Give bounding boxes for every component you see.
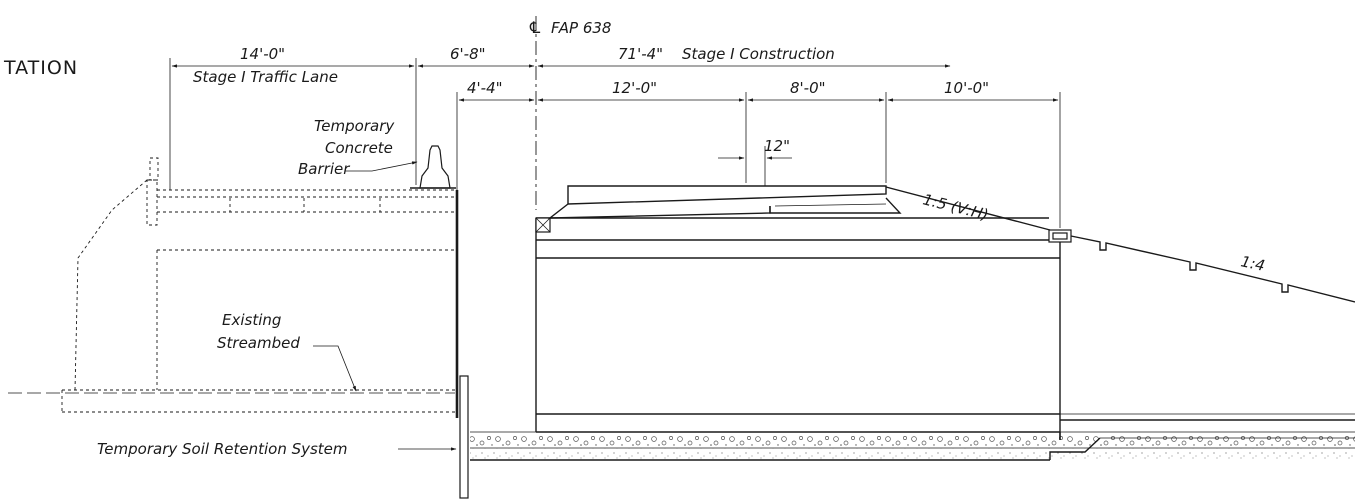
slope-label-b: 1:4 [1239, 252, 1266, 275]
dim-traffic-lane-label: Stage I Traffic Lane [193, 68, 338, 86]
drawing-title: TATION [3, 57, 78, 79]
slope-label-a: 1:5 (V:H) [921, 190, 990, 224]
foundation-layers [470, 431, 1355, 461]
dim-offset-a: 6'-8" [450, 45, 486, 63]
barrier-label-3: Barrier [298, 160, 350, 178]
barrier-label-2: Concrete [325, 139, 393, 157]
dim-construction-width: 71'-4" [618, 45, 663, 63]
dim-traffic-lane-width: 14'-0" [240, 45, 285, 63]
dim-seg-3: 10'-0" [944, 79, 989, 97]
pavement-layers [547, 185, 1051, 231]
dim-construction-label: Stage I Construction [682, 45, 835, 63]
embankment-slope [1060, 235, 1355, 421]
barrier-label-1: Temporary [314, 117, 395, 135]
soil-retention-label: Temporary Soil Retention System [97, 440, 348, 458]
box-culvert [535, 217, 1072, 440]
centerline: ℄ FAP 638 [529, 16, 611, 210]
dimension-lines [169, 58, 1061, 228]
dim-seg-1: 12'-0" [612, 79, 657, 97]
soil-retention-system [455, 190, 469, 499]
existing-structure [8, 157, 455, 413]
dim-small: 12" [764, 137, 790, 155]
dim-offset-b: 4'-4" [467, 79, 503, 97]
dim-seg-2: 8'-0" [790, 79, 826, 97]
centerline-label: FAP 638 [551, 19, 611, 37]
streambed-label-1: Existing [222, 311, 281, 329]
temporary-concrete-barrier [410, 145, 456, 189]
streambed-label-2: Streambed [217, 334, 300, 352]
centerline-symbol: ℄ [529, 18, 541, 37]
